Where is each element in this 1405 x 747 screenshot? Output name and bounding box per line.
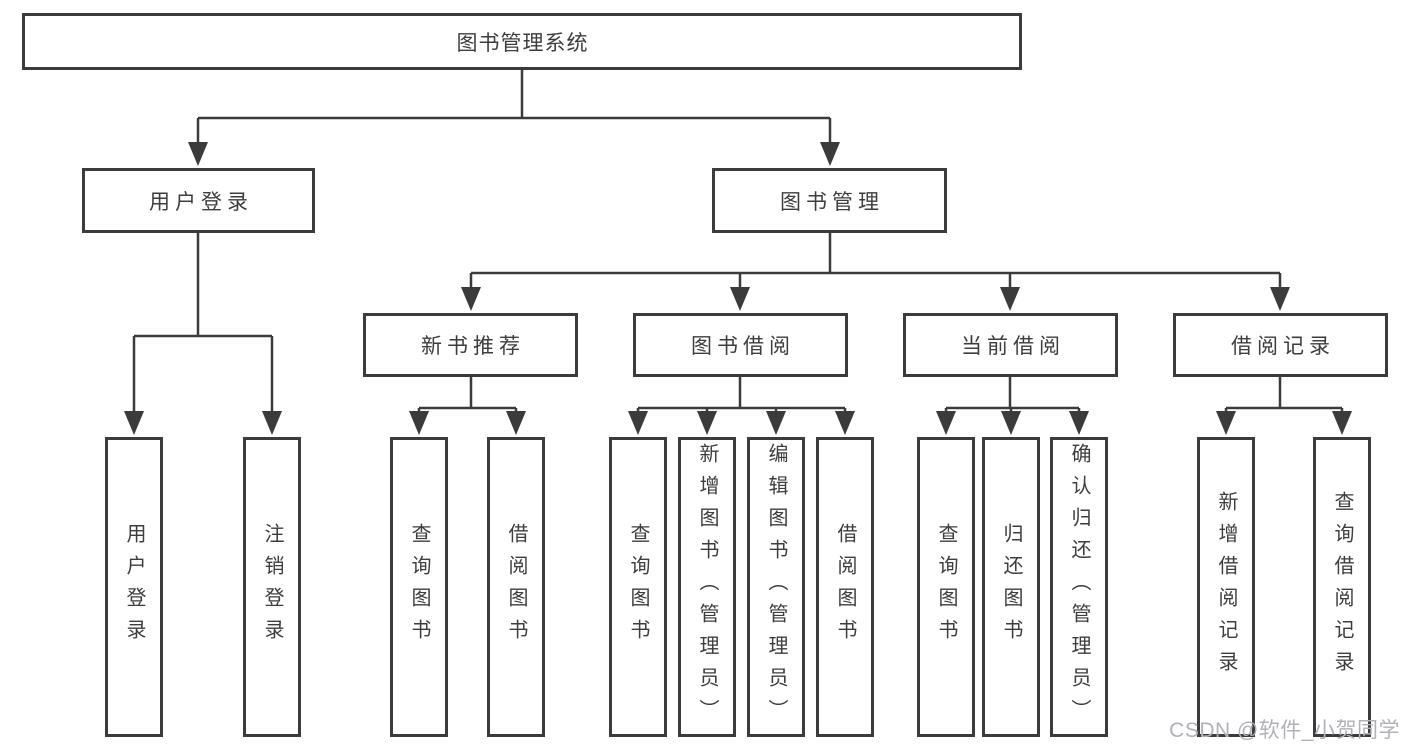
node-label: 图书管理	[780, 190, 884, 214]
node-label: 借阅图书	[834, 523, 856, 651]
leaf-add-book-admin: 新增图书（管理员）	[678, 437, 736, 737]
node-label: 归还图书	[1000, 523, 1022, 651]
leaf-user-login: 用户登录	[105, 437, 163, 737]
node-label: 借阅记录	[1231, 335, 1335, 358]
leaf-query-books-current: 查询图书	[917, 437, 975, 737]
node-borrowing-records: 借阅记录	[1173, 313, 1388, 377]
node-label: 查询图书	[627, 523, 649, 651]
node-label: 图书借阅	[691, 335, 795, 358]
node-label: 图书管理系统	[456, 31, 589, 55]
leaf-query-books-borrowing: 查询图书	[609, 437, 667, 737]
node-book-borrowing: 图书借阅	[633, 313, 848, 377]
node-label: 编辑图书（管理员）	[765, 443, 787, 731]
csdn-watermark: CSDN @软件_小贺同学	[1169, 719, 1400, 742]
node-current-borrowing: 当前借阅	[903, 313, 1118, 377]
node-label: 当前借阅	[961, 335, 1065, 358]
connector-lines	[132, 70, 1344, 414]
node-root-system: 图书管理系统	[22, 13, 1022, 70]
node-label: 查询图书	[408, 523, 430, 651]
leaf-borrow-books-recommend: 借阅图书	[487, 437, 545, 737]
leaf-confirm-return-admin: 确认归还（管理员）	[1050, 437, 1108, 737]
arrowhead-icons	[124, 142, 1352, 435]
leaf-return-book: 归还图书	[982, 437, 1040, 737]
node-label: 查询借阅记录	[1331, 491, 1353, 683]
leaf-query-books-recommend: 查询图书	[390, 437, 448, 737]
node-label: 借阅图书	[505, 523, 527, 651]
leaf-logout: 注销登录	[243, 437, 301, 737]
node-label: 新书推荐	[421, 335, 525, 358]
leaf-edit-book-admin: 编辑图书（管理员）	[747, 437, 805, 737]
node-label: 确认归还（管理员）	[1068, 443, 1090, 731]
node-new-book-recommend: 新书推荐	[363, 313, 578, 377]
leaf-add-borrow-record: 新增借阅记录	[1197, 437, 1255, 737]
node-label: 注销登录	[261, 523, 283, 651]
node-label: 查询图书	[935, 523, 957, 651]
node-book-management: 图书管理	[712, 168, 947, 233]
node-label: 用户登录	[123, 523, 145, 651]
node-label: 新增借阅记录	[1215, 491, 1237, 683]
node-label: 新增图书（管理员）	[696, 443, 718, 731]
leaf-query-borrow-record: 查询借阅记录	[1313, 437, 1371, 737]
node-label: 用户登录	[149, 190, 253, 214]
leaf-borrow-books: 借阅图书	[816, 437, 874, 737]
node-user-login: 用户登录	[82, 168, 315, 233]
